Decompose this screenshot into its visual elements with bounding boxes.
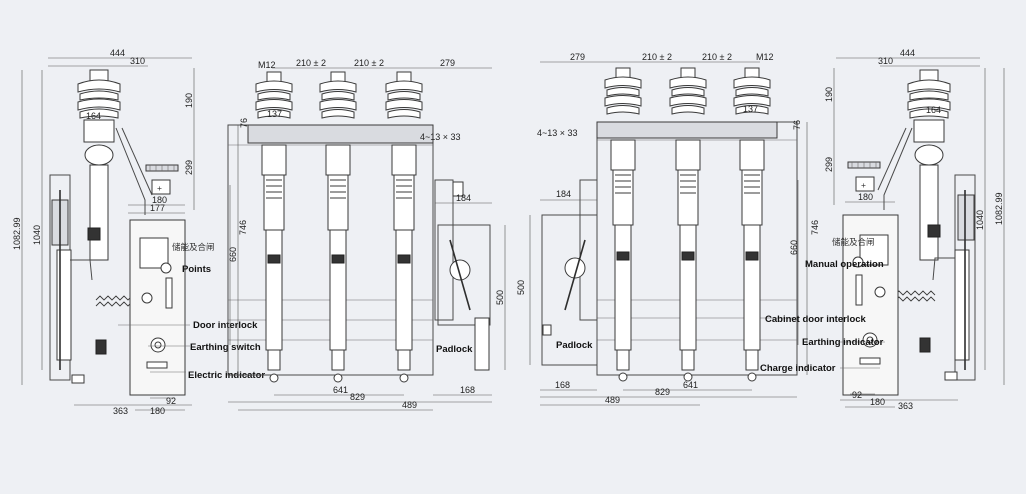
dim-1082-99-right: 1082.99 bbox=[994, 192, 1004, 225]
pitch-1-right: 210 ± 2 bbox=[642, 52, 672, 62]
charge-indicator-label: Charge indicator bbox=[760, 363, 836, 374]
front-view-right: 279 210 ± 2 210 ± 2 M12 137 bbox=[516, 52, 820, 406]
dim-641: 641 bbox=[333, 385, 348, 395]
chinese-label-left: 储能及合闸 bbox=[172, 242, 215, 252]
holes-label: 4~13 × 33 bbox=[420, 132, 461, 142]
dim-164: 164 bbox=[86, 111, 101, 121]
padlock-left-label: Padlock bbox=[436, 344, 473, 355]
dim-190: 190 bbox=[184, 93, 194, 108]
dim-500: 500 bbox=[495, 290, 505, 305]
dim-137: 137 bbox=[267, 109, 282, 119]
svg-text:+: + bbox=[861, 180, 866, 190]
door-interlock-label: Door interlock bbox=[193, 320, 258, 331]
dim-137-right: 137 bbox=[743, 104, 758, 114]
dim-164-right: 164 bbox=[926, 105, 941, 115]
m12-label: M12 bbox=[258, 60, 276, 70]
dim-168-right: 168 bbox=[555, 380, 570, 390]
dim-92-right: 92 bbox=[852, 390, 862, 400]
dim-177: 177 bbox=[150, 203, 165, 213]
dim-168: 168 bbox=[460, 385, 475, 395]
pitch-2: 210 ± 2 bbox=[354, 58, 384, 68]
dim-92: 92 bbox=[166, 396, 176, 406]
dim-310: 310 bbox=[130, 56, 145, 66]
dim-180-bottom-right: 180 bbox=[870, 397, 885, 407]
earthing-switch-label: Earthing switch bbox=[190, 342, 261, 353]
pitch-2-right: 210 ± 2 bbox=[702, 52, 732, 62]
dim-1082-99: 1082.99 bbox=[12, 217, 22, 250]
dim-180-right: 180 bbox=[858, 192, 873, 202]
dim-500-right: 500 bbox=[516, 280, 526, 295]
dim-829-right: 829 bbox=[655, 387, 670, 397]
dim-76: 76 bbox=[239, 118, 249, 128]
chinese-label-right: 储能及合闸 bbox=[832, 237, 875, 247]
holes-label-right: 4~13 × 33 bbox=[537, 128, 578, 138]
dim-489-right: 489 bbox=[605, 395, 620, 405]
front-view-left: M12 210 ± 2 210 ± 2 279 137 bbox=[227, 58, 506, 411]
right-side-view: 444 310 190 299 1040 1082.99 164 + 180 5… bbox=[760, 48, 1005, 411]
m12-right: M12 bbox=[756, 52, 774, 62]
dim-489: 489 bbox=[402, 400, 417, 410]
dim-299: 299 bbox=[184, 160, 194, 175]
dim-363-right: 363 bbox=[898, 401, 913, 411]
dim-180-bottom: 180 bbox=[150, 406, 165, 416]
dim-746: 746 bbox=[238, 220, 248, 235]
dim-184: 184 bbox=[456, 193, 471, 203]
dim-180: 180 bbox=[152, 195, 167, 205]
dim-444-right: 444 bbox=[900, 48, 915, 58]
cabinet-door-interlock-label: Cabinet door interlock bbox=[765, 314, 867, 325]
electric-indicator-label: Electric indicator bbox=[188, 370, 265, 381]
earthing-indicator-label: Earthing indicator bbox=[802, 337, 884, 348]
dim-1040-right: 1040 bbox=[975, 210, 985, 230]
pitch-1: 210 ± 2 bbox=[296, 58, 326, 68]
dim-641-right: 641 bbox=[683, 380, 698, 390]
manual-operation-label: Manual operation bbox=[805, 259, 884, 270]
dim-363: 363 bbox=[113, 406, 128, 416]
dim-829: 829 bbox=[350, 392, 365, 402]
dim-184-right: 184 bbox=[556, 189, 571, 199]
points-label: Points bbox=[182, 264, 211, 275]
left-side-view: 444 310 1082.99 1040 190 299 164 + bbox=[12, 48, 265, 416]
dim-76-right: 76 bbox=[792, 120, 802, 130]
dim-746-right: 746 bbox=[810, 220, 820, 235]
dim-444: 444 bbox=[110, 48, 125, 58]
dim-279: 279 bbox=[440, 58, 455, 68]
dim-310-right: 310 bbox=[878, 56, 893, 66]
svg-text:+: + bbox=[157, 183, 162, 193]
dim-1040: 1040 bbox=[32, 225, 42, 245]
dim-190-right: 190 bbox=[824, 87, 834, 102]
dim-279-right: 279 bbox=[570, 52, 585, 62]
padlock-right-label: Padlock bbox=[556, 340, 593, 351]
dim-660-right: 660 bbox=[789, 240, 799, 255]
dim-660: 660 bbox=[228, 247, 238, 262]
dim-299-right: 299 bbox=[824, 157, 834, 172]
